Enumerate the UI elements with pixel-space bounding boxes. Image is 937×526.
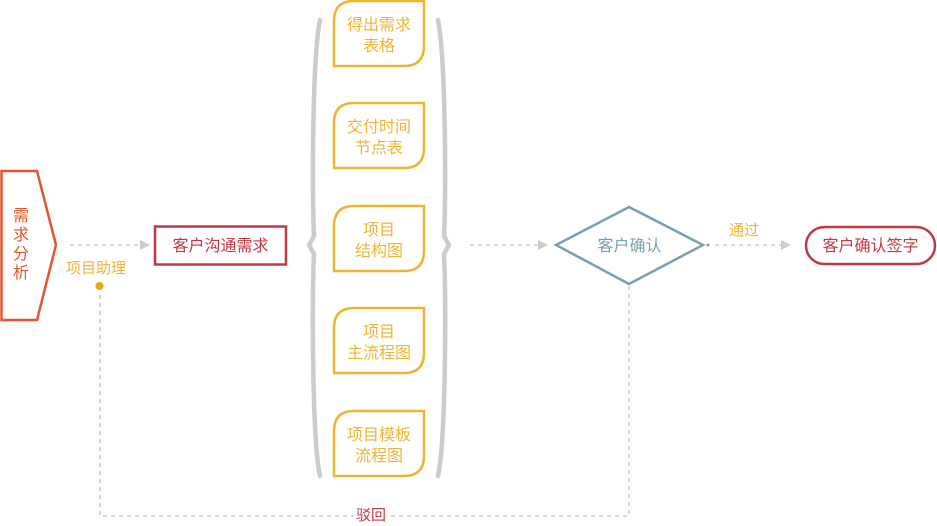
- pass-label: 通过: [729, 221, 760, 239]
- connector-dot: [706, 243, 710, 247]
- left-brace: [306, 17, 323, 479]
- deliverable-label-line2: 节点表: [354, 137, 403, 157]
- decision-node-label: 客户确认: [597, 236, 662, 255]
- assistant-label: 项目助理: [66, 259, 127, 277]
- arrowhead: [781, 240, 791, 250]
- communicate-node-shape[interactable]: [153, 225, 288, 266]
- deliverable-node-shape[interactable]: [332, 204, 426, 273]
- assistant-dot: [95, 282, 104, 290]
- arrowhead: [140, 240, 150, 250]
- communicate-node-label: 客户沟通需求: [172, 236, 269, 255]
- start-node-label: 需求分析: [12, 206, 29, 282]
- deliverable-node-shape[interactable]: [332, 409, 426, 478]
- deliverable-node-label: 项目结构图: [334, 207, 424, 272]
- deliverable-node-shape[interactable]: [332, 0, 426, 68]
- deliverable-node-label: 交付时间节点表: [334, 104, 424, 169]
- deliverable-node-label: 得出需求表格: [334, 2, 424, 67]
- arrowhead: [538, 240, 548, 250]
- deliverable-label-line1: 得出需求: [346, 14, 411, 34]
- deliverable-label-line1: 项目: [362, 321, 395, 341]
- reject-loop-connector: [99, 286, 630, 517]
- deliverable-label-line1: 交付时间: [346, 116, 411, 136]
- deliverable-label-line2: 主流程图: [346, 342, 411, 362]
- deliverable-label-line2: 表格: [362, 35, 395, 55]
- reject-label: 驳回: [354, 506, 389, 525]
- deliverable-label-line2: 流程图: [354, 445, 403, 465]
- end-node-label: 客户确认签字: [822, 236, 919, 255]
- deliverable-node-label: 项目主流程图: [334, 309, 424, 374]
- deliverable-shapes: [332, 0, 426, 478]
- end-node-shape[interactable]: [804, 225, 937, 266]
- decision-node-shape[interactable]: [553, 205, 706, 286]
- deliverable-node-shape[interactable]: [332, 306, 426, 375]
- deliverable-node-shape[interactable]: [332, 101, 426, 170]
- start-node-shape[interactable]: [0, 169, 58, 322]
- deliverable-label-line2: 结构图: [354, 240, 403, 260]
- deliverable-label-line1: 项目: [362, 219, 395, 239]
- deliverable-node-label: 项目模板流程图: [334, 412, 424, 477]
- right-brace: [435, 17, 452, 479]
- deliverable-label-line1: 项目模板: [346, 424, 411, 444]
